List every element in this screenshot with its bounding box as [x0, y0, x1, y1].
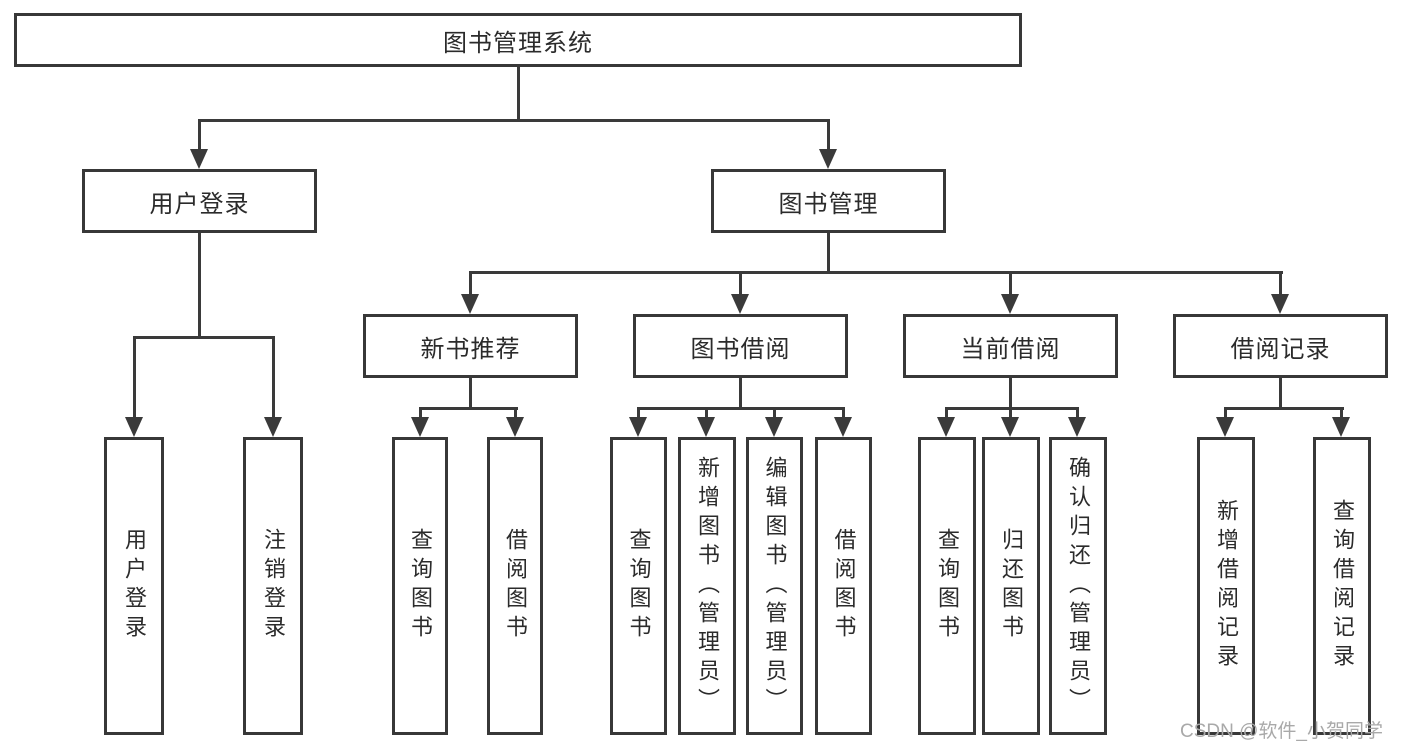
connector-line [198, 119, 201, 155]
connector-line [469, 271, 472, 300]
leaf-user-login: 用户登录 [104, 437, 164, 735]
connector-line [827, 233, 830, 272]
arrowhead-icon [731, 294, 749, 314]
connector-line [739, 271, 742, 300]
node-user-login: 用户登录 [82, 169, 317, 233]
leaf-borrow-book: 借阅图书 [487, 437, 543, 735]
arrowhead-icon [1068, 417, 1086, 437]
connector-line [842, 407, 845, 424]
csdn-watermark: CSDN @软件_小贺同学 [1180, 721, 1383, 742]
arrowhead-icon [411, 417, 429, 437]
arrowhead-icon [834, 417, 852, 437]
connector-line [419, 407, 518, 410]
connector-line [637, 407, 845, 410]
connector-line [419, 407, 422, 424]
node-label: 查询图书 [626, 528, 652, 644]
node-label: 当前借阅 [960, 335, 1061, 363]
connector-line [1224, 407, 1227, 424]
arrowhead-icon [1332, 417, 1350, 437]
node-current-borrow: 当前借阅 [903, 314, 1118, 378]
connector-line [827, 119, 830, 155]
node-label: 查询图书 [408, 528, 433, 644]
connector-line [469, 378, 472, 408]
node-label: 新书推荐 [420, 335, 521, 363]
connector-line [514, 407, 517, 424]
node-label: 编辑图书（管理员） [762, 455, 788, 717]
leaf-borrow-book: 借阅图书 [815, 437, 872, 735]
arrowhead-icon [1001, 417, 1019, 437]
node-book-borrow: 图书借阅 [633, 314, 848, 378]
node-book-management: 图书管理 [711, 169, 946, 233]
connector-line [773, 407, 776, 424]
arrowhead-icon [765, 417, 783, 437]
leaf-logout: 注销登录 [243, 437, 303, 735]
connector-line [1076, 407, 1079, 424]
connector-line [1340, 407, 1343, 424]
arrowhead-icon [1271, 294, 1289, 314]
arrowhead-icon [819, 149, 837, 169]
connector-line [945, 407, 1079, 410]
node-label: 用户登录 [149, 190, 250, 218]
connector-line [1279, 378, 1282, 408]
leaf-add-book-admin: 新增图书（管理员） [678, 437, 736, 735]
connector-line [1224, 407, 1344, 410]
connector-line [272, 336, 275, 424]
arrowhead-icon [1001, 294, 1019, 314]
connector-line [469, 271, 1283, 274]
connector-line [1009, 378, 1012, 408]
node-label: 确认归还（管理员） [1066, 455, 1091, 717]
connector-line [198, 233, 201, 337]
leaf-query-book: 查询图书 [918, 437, 976, 735]
connector-line [1009, 271, 1012, 300]
connector-line [739, 378, 742, 408]
connector-line [637, 407, 640, 424]
node-label: 图书借阅 [690, 335, 791, 363]
node-label: 借阅图书 [831, 528, 857, 644]
node-library-management-system: 图书管理系统 [14, 13, 1022, 67]
node-label: 归还图书 [999, 528, 1024, 644]
connector-line [945, 407, 948, 424]
node-label: 图书管理系统 [443, 29, 593, 57]
arrowhead-icon [937, 417, 955, 437]
node-label: 借阅图书 [503, 528, 528, 644]
connector-line [705, 407, 708, 424]
leaf-query-book: 查询图书 [392, 437, 448, 735]
connector-line [133, 336, 275, 339]
connector-line [1279, 271, 1282, 300]
arrowhead-icon [1216, 417, 1234, 437]
arrowhead-icon [697, 417, 715, 437]
connector-line [198, 119, 830, 122]
connector-line [1009, 407, 1012, 424]
node-label: 借阅记录 [1230, 335, 1331, 363]
arrowhead-icon [264, 417, 282, 437]
node-label: 查询图书 [935, 528, 960, 644]
arrowhead-icon [506, 417, 524, 437]
node-label: 注销登录 [261, 528, 286, 644]
leaf-edit-book-admin: 编辑图书（管理员） [746, 437, 803, 735]
leaf-return-book: 归还图书 [982, 437, 1040, 735]
leaf-confirm-return-admin: 确认归还（管理员） [1049, 437, 1107, 735]
arrowhead-icon [125, 417, 143, 437]
arrowhead-icon [190, 149, 208, 169]
arrowhead-icon [461, 294, 479, 314]
node-label: 图书管理 [778, 190, 879, 218]
arrowhead-icon [629, 417, 647, 437]
leaf-add-borrow-record: 新增借阅记录 [1197, 437, 1255, 735]
connector-line [517, 67, 520, 119]
node-label: 新增借阅记录 [1214, 499, 1239, 673]
leaf-query-borrow-record: 查询借阅记录 [1313, 437, 1371, 735]
leaf-query-book: 查询图书 [610, 437, 667, 735]
node-label: 查询借阅记录 [1330, 499, 1355, 673]
node-borrow-record: 借阅记录 [1173, 314, 1388, 378]
connector-line [133, 336, 136, 424]
node-label: 用户登录 [122, 528, 147, 644]
node-label: 新增图书（管理员） [695, 455, 720, 717]
node-new-book-recommend: 新书推荐 [363, 314, 578, 378]
